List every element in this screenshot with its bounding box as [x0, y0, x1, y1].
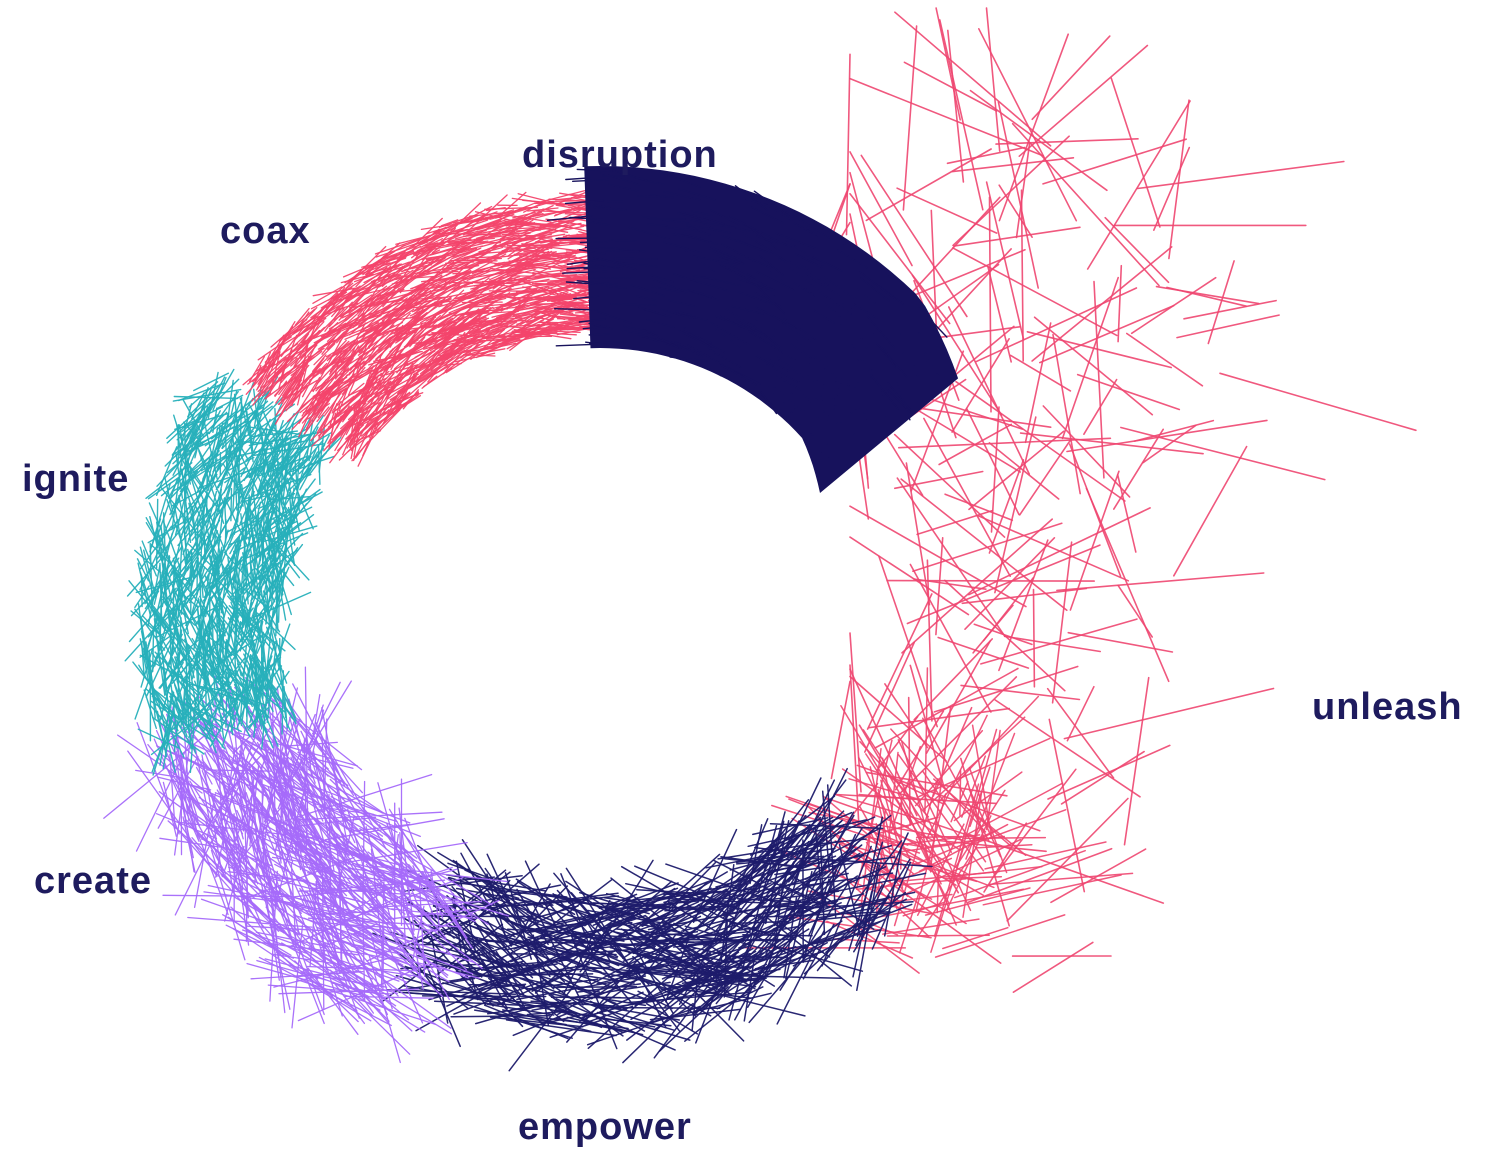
label-ignite: ignite — [22, 458, 130, 500]
label-unleash: unleash — [1312, 686, 1463, 728]
ignite-segment — [124, 368, 347, 776]
disruption-segment — [546, 166, 959, 493]
label-empower: empower — [518, 1106, 692, 1148]
label-disruption: disruption — [522, 134, 718, 176]
label-coax: coax — [220, 210, 311, 252]
empower-segment — [372, 767, 933, 1072]
label-create: create — [34, 860, 152, 902]
unleash-segment — [745, 7, 1417, 994]
create-segment — [103, 666, 509, 1064]
